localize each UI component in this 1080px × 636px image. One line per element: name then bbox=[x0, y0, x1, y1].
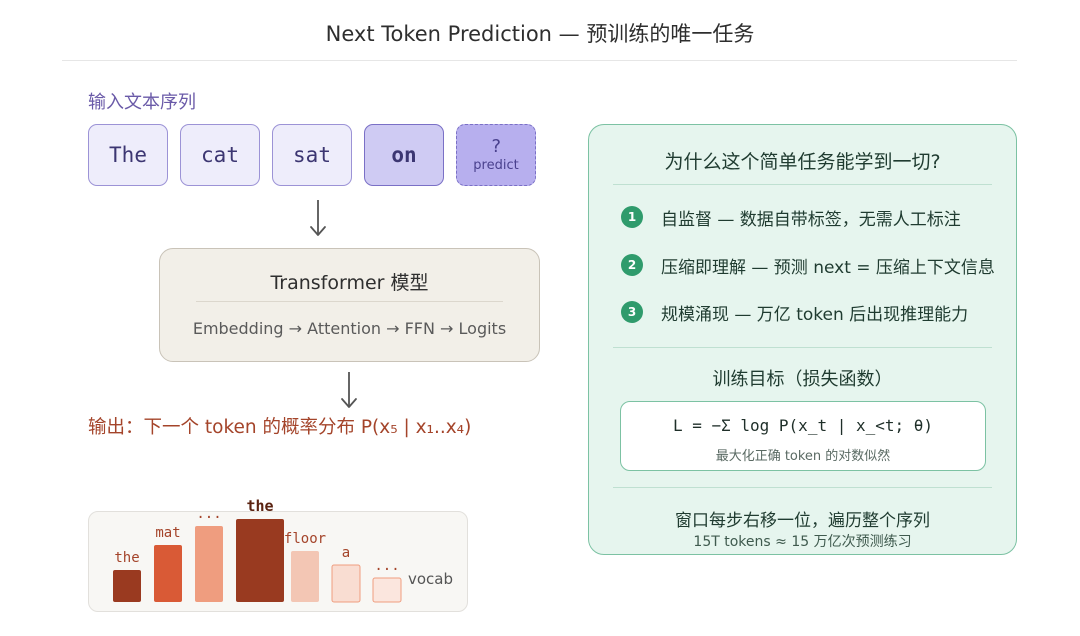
prob-bar-label-6: a bbox=[342, 545, 350, 561]
prob-bar-1 bbox=[113, 570, 141, 602]
objective-label: 训练目标（损失函数） bbox=[712, 369, 893, 390]
reason-item-3: 3 规模涌现 — 万亿 token 后出现推理能力 bbox=[621, 300, 969, 325]
prob-bar-3 bbox=[195, 526, 223, 602]
input-token-1: The bbox=[88, 124, 168, 186]
reason-item-1: 1 自监督 — 数据自带标签，无需人工标注 bbox=[621, 205, 961, 230]
reason-text: 规模涌现 — 万亿 token 后出现推理能力 bbox=[661, 304, 969, 325]
prob-bar-6 bbox=[331, 564, 361, 603]
probability-bar-chart: vocab themat...thefloora... bbox=[113, 497, 453, 603]
reason-number-badge: 2 bbox=[621, 254, 643, 276]
input-token-current: on bbox=[364, 124, 444, 186]
predict-question-mark: ? bbox=[490, 136, 502, 157]
transformer-model-box: Transformer 模型 Embedding → Attention → F… bbox=[159, 248, 540, 362]
prob-bar-2 bbox=[154, 545, 182, 602]
prob-bar-label-1: the bbox=[114, 550, 139, 566]
model-pipeline: Embedding → Attention → FFN → Logits bbox=[192, 319, 507, 338]
panel-divider-bottom bbox=[613, 487, 992, 488]
predict-token: ? predict bbox=[456, 124, 536, 186]
prob-bar-label-5: floor bbox=[284, 531, 326, 547]
prob-bar-label-3: ... bbox=[196, 506, 221, 522]
input-token-3: sat bbox=[272, 124, 352, 186]
why-it-works-panel: 为什么这个简单任务能学到一切? 1 自监督 — 数据自带标签，无需人工标注 2 … bbox=[588, 124, 1017, 555]
sliding-window-note: 窗口每步右移一位，遍历整个序列 bbox=[675, 511, 930, 531]
vocab-label: vocab bbox=[408, 570, 453, 588]
panel-title: 为什么这个简单任务能学到一切? bbox=[664, 151, 941, 173]
input-token-2: cat bbox=[180, 124, 260, 186]
prob-bar-5 bbox=[291, 551, 319, 602]
predict-caption: predict bbox=[473, 158, 519, 173]
arrow-down-icon-2 bbox=[341, 372, 357, 408]
title-divider bbox=[62, 60, 1017, 61]
panel-divider-top bbox=[613, 184, 992, 185]
reason-number-badge: 1 bbox=[621, 206, 643, 228]
reason-item-2: 2 压缩即理解 — 预测 next = 压缩上下文信息 bbox=[621, 253, 995, 278]
prob-bar-label-4: the bbox=[246, 497, 273, 515]
panel-divider-middle bbox=[613, 347, 992, 348]
model-divider bbox=[196, 301, 503, 302]
output-distribution-label: 输出：下一个 token 的概率分布 P(x₅ | x₁..x₄) bbox=[88, 417, 472, 438]
formula-note: 最大化正确 token 的对数似然 bbox=[715, 449, 891, 464]
prob-bar-label-7: ... bbox=[374, 558, 399, 574]
arrow-down-icon bbox=[310, 200, 326, 236]
prob-bar-4 bbox=[236, 519, 284, 602]
prob-bar-7 bbox=[372, 577, 402, 603]
reason-text: 自监督 — 数据自带标签，无需人工标注 bbox=[661, 209, 961, 230]
reason-number-badge: 3 bbox=[621, 301, 643, 323]
model-title: Transformer 模型 bbox=[270, 272, 429, 294]
loss-formula-box: L = −Σ log P(x_t | x_<t; θ) 最大化正确 token … bbox=[620, 401, 986, 471]
reason-text: 压缩即理解 — 预测 next = 压缩上下文信息 bbox=[661, 257, 995, 278]
input-sequence-label: 输入文本序列 bbox=[88, 92, 196, 113]
loss-formula: L = −Σ log P(x_t | x_<t; θ) bbox=[672, 416, 934, 435]
prob-bar-label-2: mat bbox=[155, 525, 180, 541]
page-title: Next Token Prediction — 预训练的唯一任务 bbox=[325, 22, 755, 46]
token-count-note: 15T tokens ≈ 15 万亿次预测练习 bbox=[693, 534, 912, 550]
